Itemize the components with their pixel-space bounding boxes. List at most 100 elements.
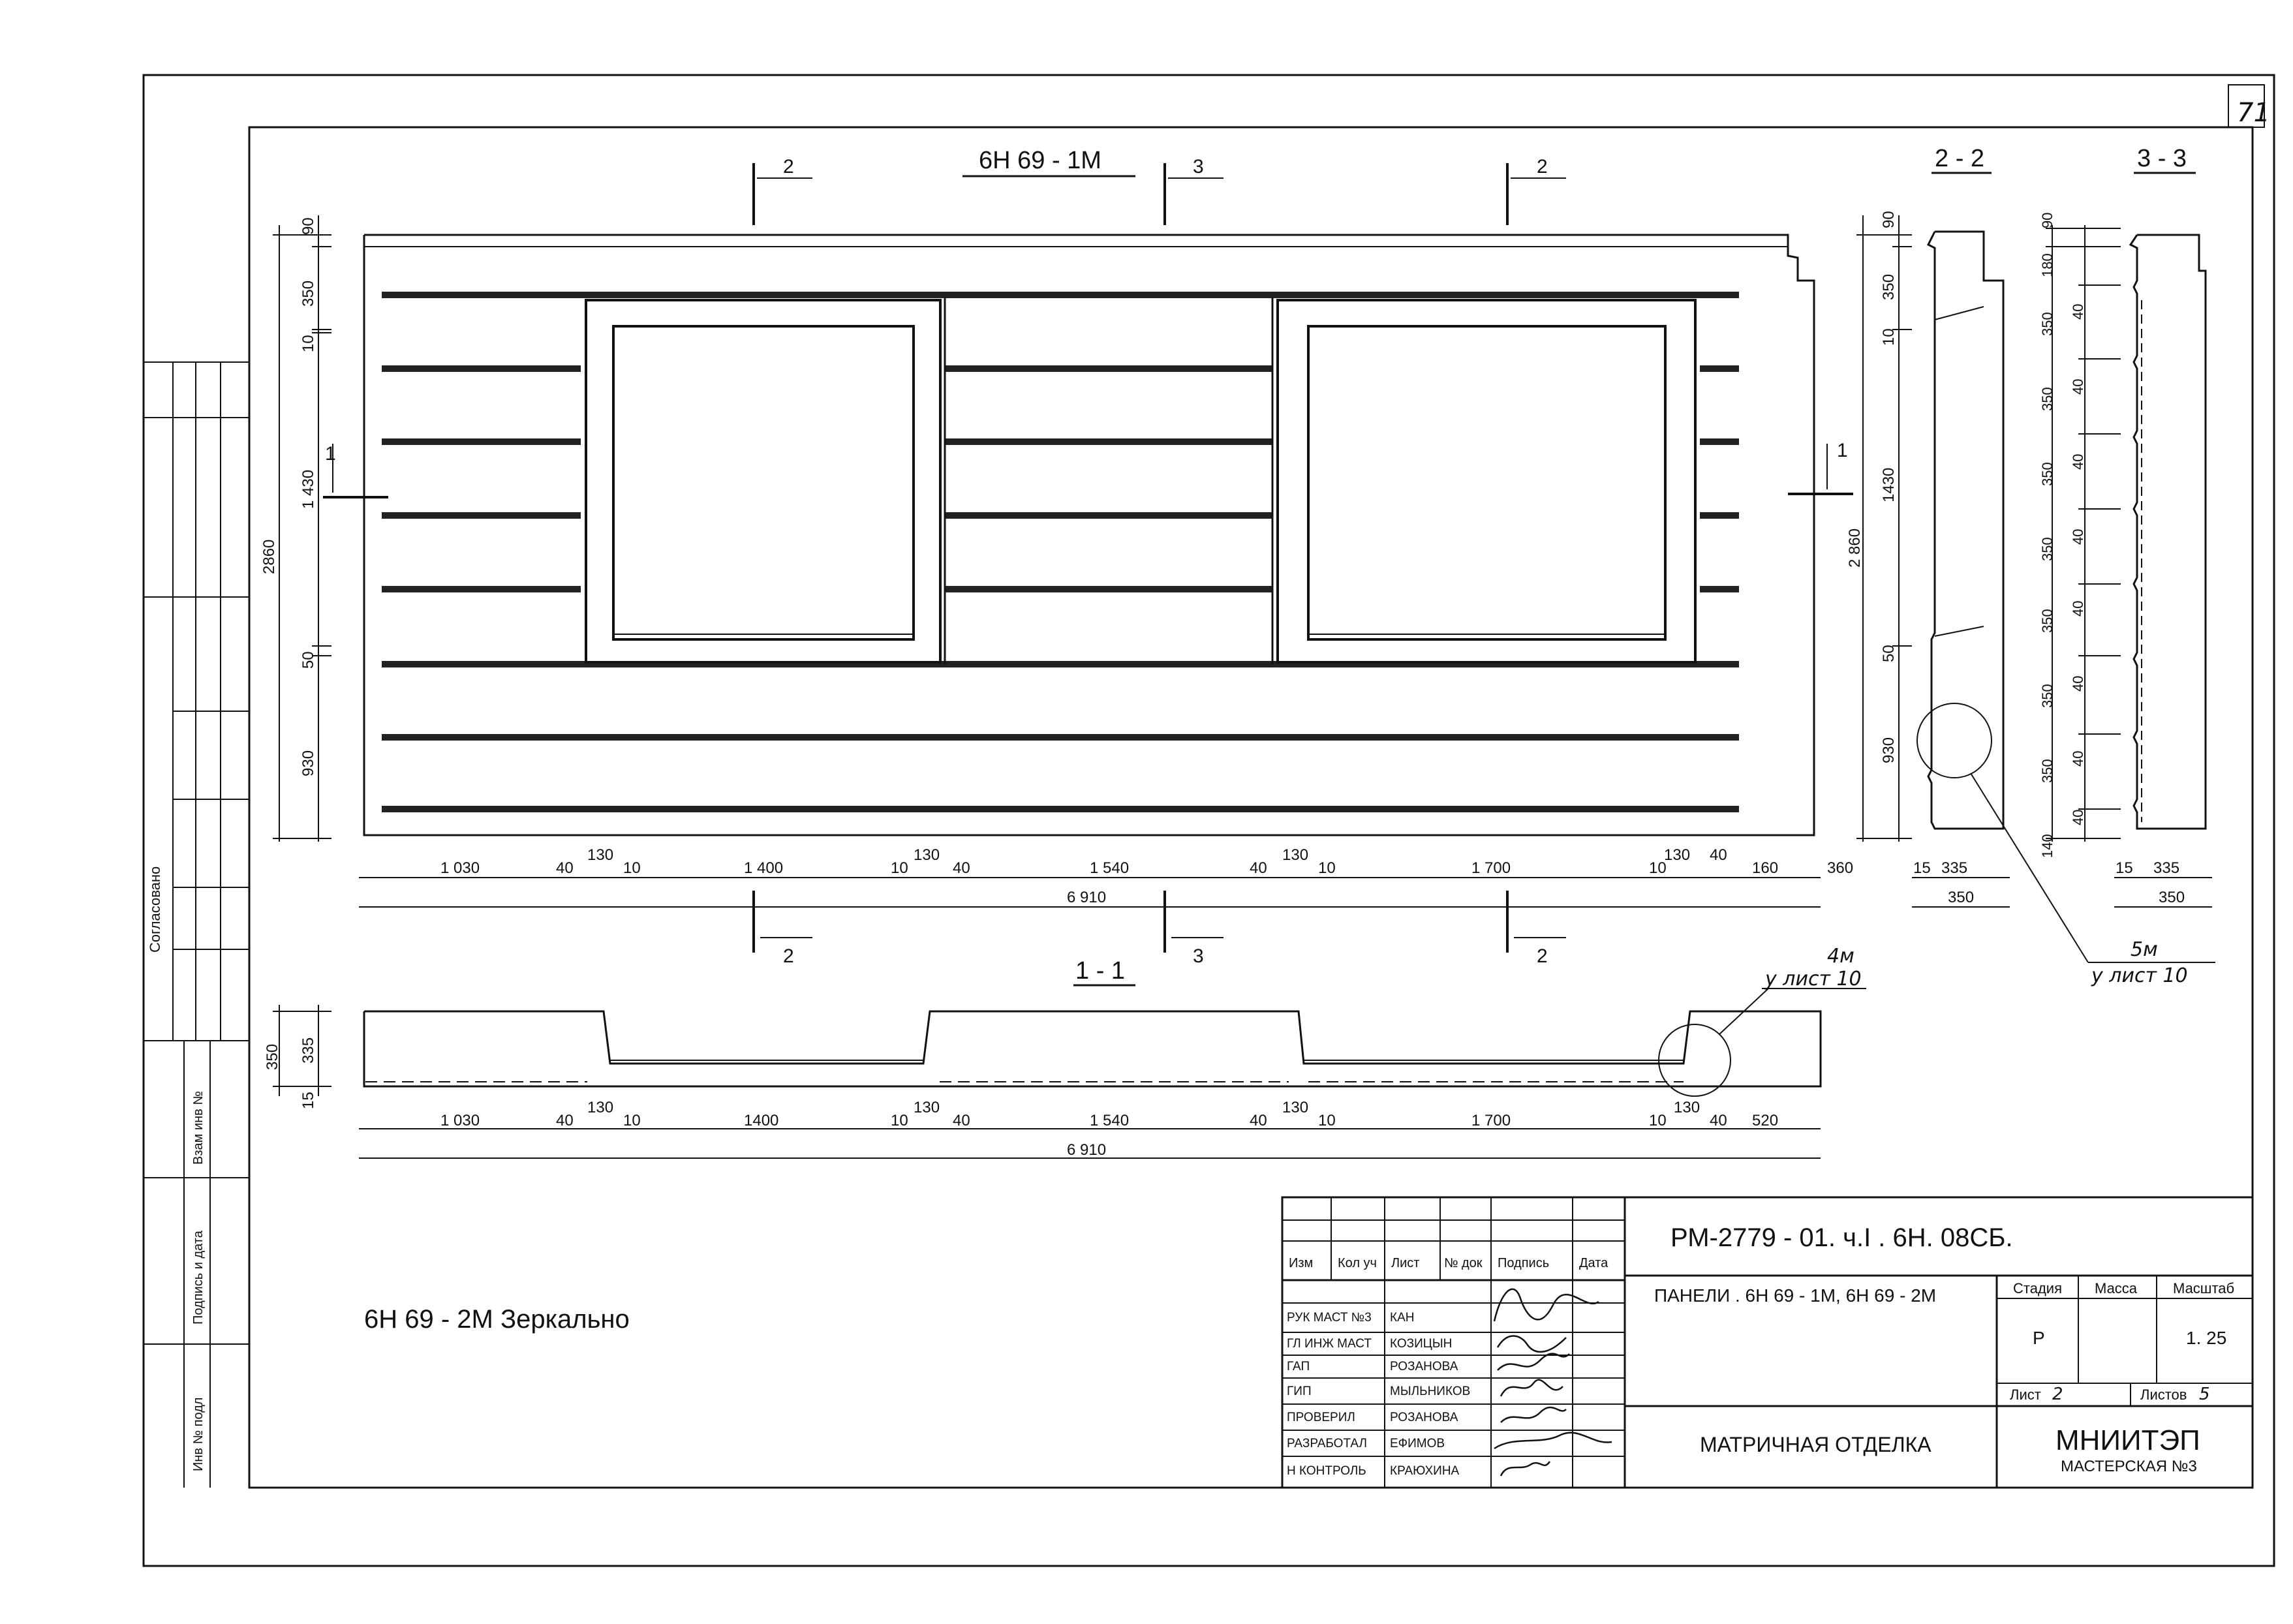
sheets-value: 5 bbox=[2199, 1385, 2210, 1404]
svg-text:930: 930 bbox=[1880, 737, 1898, 763]
panel-main-view: 6Н 69 - 1М bbox=[363, 147, 1815, 836]
svg-text:10: 10 bbox=[1318, 1112, 1336, 1129]
mass-label: Масса bbox=[2095, 1280, 2138, 1296]
svg-text:335: 335 bbox=[2153, 859, 2179, 877]
svg-text:130: 130 bbox=[1282, 846, 1308, 864]
dim-90: 90 bbox=[300, 217, 317, 235]
svg-text:ГАП: ГАП bbox=[1287, 1360, 1310, 1373]
svg-text:335: 335 bbox=[1941, 859, 1967, 877]
svg-text:350: 350 bbox=[2039, 759, 2055, 783]
svg-text:№ док: № док bbox=[1444, 1256, 1483, 1270]
section-3-3-title: 3 - 3 bbox=[2137, 145, 2187, 172]
svg-text:130: 130 bbox=[914, 1099, 940, 1116]
svg-text:1400: 1400 bbox=[744, 1112, 778, 1129]
dim-1430: 1 430 bbox=[300, 470, 317, 509]
section-1-1-title: 1 - 1 bbox=[1075, 957, 1125, 985]
svg-text:2 860: 2 860 bbox=[1846, 529, 1864, 568]
svg-text:1 030: 1 030 bbox=[440, 1112, 480, 1129]
document-code: РМ-2779 - 01. ч.I . 6Н. 08СБ. bbox=[1670, 1223, 2013, 1252]
section-1-1-total-width: 6 910 bbox=[1067, 1141, 1106, 1159]
organization: МНИИТЭП bbox=[2055, 1424, 2200, 1456]
svg-text:Дата: Дата bbox=[1579, 1256, 1608, 1270]
main-total-width: 6 910 bbox=[1067, 889, 1106, 906]
section-1-1-bottom-dim-labels: 1 030 40 130 10 1400 10 130 40 1 540 40 … bbox=[440, 1099, 1778, 1159]
callout-4m: 4м bbox=[1827, 945, 1854, 968]
scale-value: 1. 25 bbox=[2186, 1328, 2226, 1348]
svg-text:160: 160 bbox=[1752, 859, 1778, 877]
svg-text:10: 10 bbox=[1649, 859, 1667, 877]
svg-text:10: 10 bbox=[623, 859, 641, 877]
svg-text:350: 350 bbox=[2039, 684, 2055, 708]
section-1-1-left-dims bbox=[273, 1005, 331, 1096]
cut-label-3-top: 3 bbox=[1193, 156, 1204, 177]
dim-2860: 2860 bbox=[260, 540, 278, 574]
svg-text:1 400: 1 400 bbox=[744, 859, 783, 877]
svg-text:Н КОНТРОЛЬ: Н КОНТРОЛЬ bbox=[1287, 1464, 1366, 1478]
main-view-title: 6Н 69 - 1М bbox=[979, 147, 1101, 174]
title-block-roles: РУК МАСТ №3 КАН ГЛ ИНЖ МАСТ КОЗИЦЫН ГАП … bbox=[1287, 1311, 1470, 1478]
svg-text:10: 10 bbox=[891, 1112, 908, 1129]
section-2-2-title: 2 - 2 bbox=[1935, 145, 1984, 172]
cut-label-1-right: 1 bbox=[1837, 440, 1848, 461]
svg-text:50: 50 bbox=[1880, 645, 1898, 662]
cut-label-2-top-left: 2 bbox=[783, 156, 794, 177]
svg-text:40: 40 bbox=[2070, 529, 2086, 545]
dim-50: 50 bbox=[300, 651, 317, 669]
svg-text:40: 40 bbox=[2070, 751, 2086, 767]
svg-text:350: 350 bbox=[1948, 889, 1974, 906]
svg-text:1 540: 1 540 bbox=[1090, 1112, 1129, 1129]
outer-frame bbox=[142, 74, 2275, 1567]
svg-text:РОЗАНОВА: РОЗАНОВА bbox=[1390, 1411, 1458, 1424]
sign-date-label: Подпись и дата bbox=[191, 1230, 206, 1325]
cut-label-1-left: 1 bbox=[325, 443, 336, 465]
svg-text:Лист: Лист bbox=[1391, 1256, 1419, 1270]
callout-5m: 5м bbox=[2131, 938, 2158, 961]
stage-value: Р bbox=[2033, 1328, 2045, 1348]
svg-text:10: 10 bbox=[623, 1112, 641, 1129]
svg-text:350: 350 bbox=[2039, 462, 2055, 486]
svg-text:15: 15 bbox=[2116, 859, 2133, 877]
inv-replace-label: Взам инв № bbox=[191, 1091, 206, 1165]
svg-text:КРАЮХИНА: КРАЮХИНА bbox=[1390, 1464, 1460, 1478]
drawing-name: ПАНЕЛИ . 6Н 69 - 1М, 6Н 69 - 2М bbox=[1654, 1285, 1936, 1306]
main-left-dimensions bbox=[273, 215, 331, 842]
svg-text:130: 130 bbox=[1282, 1099, 1308, 1116]
organization-sub: МАСТЕРСКАЯ №3 bbox=[2061, 1458, 2197, 1475]
svg-text:РУК МАСТ №3: РУК МАСТ №3 bbox=[1287, 1311, 1372, 1325]
dim-10: 10 bbox=[300, 335, 317, 352]
svg-text:КОЗИЦЫН: КОЗИЦЫН bbox=[1390, 1337, 1452, 1351]
svg-text:40: 40 bbox=[1710, 846, 1727, 864]
svg-text:1430: 1430 bbox=[1880, 468, 1898, 502]
window-opening-left bbox=[585, 299, 942, 664]
svg-text:40: 40 bbox=[2070, 379, 2086, 395]
finish-name: МАТРИЧНАЯ ОТДЕЛКА bbox=[1700, 1433, 1931, 1456]
svg-text:40: 40 bbox=[1250, 1112, 1267, 1129]
svg-text:1 700: 1 700 bbox=[1471, 859, 1511, 877]
sheet-corner-box bbox=[2228, 84, 2265, 128]
svg-text:335: 335 bbox=[300, 1037, 317, 1064]
svg-text:130: 130 bbox=[1664, 846, 1690, 864]
title-block-headers: Изм Кол уч Лист № док Подпись Дата bbox=[1289, 1256, 1608, 1270]
inv-orig-label: Инв № подл bbox=[191, 1398, 206, 1471]
section-marks bbox=[323, 163, 1853, 953]
svg-text:90: 90 bbox=[2039, 213, 2055, 228]
svg-text:350: 350 bbox=[2039, 312, 2055, 336]
svg-text:40: 40 bbox=[1710, 1112, 1727, 1129]
svg-text:350: 350 bbox=[2039, 537, 2055, 561]
window-opening-right bbox=[1276, 299, 1697, 664]
cut-label-2-bottom-left: 2 bbox=[783, 945, 794, 967]
svg-text:350: 350 bbox=[264, 1044, 281, 1070]
section-1-1 bbox=[363, 988, 1866, 1097]
svg-text:10: 10 bbox=[1880, 328, 1898, 346]
svg-text:520: 520 bbox=[1752, 1112, 1778, 1129]
cut-label-2-bottom-right: 2 bbox=[1537, 945, 1548, 967]
sheets-label: Листов bbox=[2140, 1387, 2187, 1403]
svg-text:МЫЛЬНИКОВ: МЫЛЬНИКОВ bbox=[1390, 1385, 1470, 1398]
svg-text:40: 40 bbox=[556, 859, 574, 877]
svg-text:130: 130 bbox=[1674, 1099, 1700, 1116]
svg-text:180: 180 bbox=[2039, 253, 2055, 277]
scale-label: Масштаб bbox=[2173, 1280, 2234, 1296]
svg-text:ГИП: ГИП bbox=[1287, 1385, 1312, 1398]
main-bottom-dim-labels: 1 030 40 130 10 1 400 10 130 40 1 540 40… bbox=[440, 846, 1853, 906]
